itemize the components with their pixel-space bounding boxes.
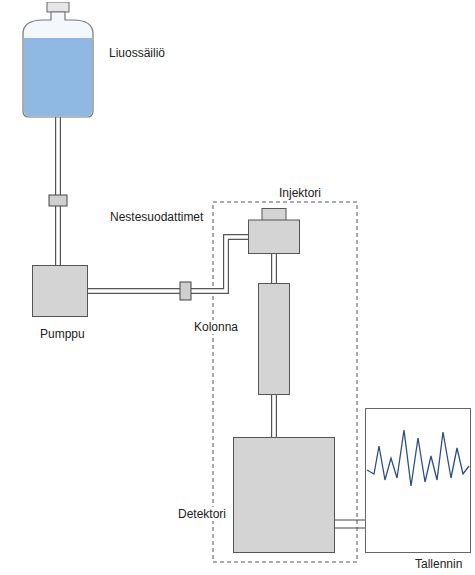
- signal-wire: [329, 518, 371, 530]
- tube-bore: [272, 395, 276, 437]
- recorder-frame: [366, 409, 471, 553]
- dashed-enclosure: [213, 202, 357, 562]
- column-tube: Kolonna: [258, 283, 290, 395]
- tube-bore: [272, 254, 276, 283]
- column-tube-shape: [258, 283, 290, 395]
- liquid-tube: [274, 395, 275, 437]
- pump-box: Pumppu: [32, 265, 88, 317]
- part-label: Nestesuodattimet: [108, 210, 205, 224]
- liquid-tube: [274, 254, 275, 283]
- bottle-cap: [47, 2, 69, 12]
- tube-wall: [55, 117, 61, 265]
- injector-body: [249, 220, 300, 254]
- component-label: Tallennin: [413, 557, 464, 571]
- liquid-tube: [88, 237, 248, 291]
- solvent-bottle-shape: [15, 2, 101, 118]
- recorder-screen-shape: [365, 408, 471, 553]
- detector-box-body: [234, 438, 335, 553]
- solvent-bottle: Liuossäiliö: [15, 2, 101, 118]
- tube-wall: [271, 254, 277, 283]
- recorder-screen: Tallennin: [365, 408, 471, 553]
- column-tube-body: [259, 284, 290, 395]
- liquid-tube: [58, 117, 59, 265]
- chromatogram-trace: [367, 430, 469, 486]
- pump-box-shape: [32, 265, 88, 317]
- tube-wall: [88, 237, 248, 291]
- detector-box-shape: [233, 437, 335, 553]
- liquid-filter: [49, 195, 67, 206]
- injector-unit-shape: [248, 208, 300, 254]
- tube-wall: [271, 395, 277, 437]
- component-label: Liuossäiliö: [107, 46, 167, 60]
- wire: [335, 520, 365, 521]
- detector-box: Detektori: [233, 437, 335, 553]
- pump-box-body: [33, 266, 88, 317]
- liquid-filter: [180, 282, 191, 300]
- component-label: Kolonna: [192, 320, 240, 334]
- component-label: Pumppu: [38, 327, 87, 341]
- tube-bore: [56, 117, 60, 265]
- injector-unit: Injektori: [248, 208, 300, 254]
- component-label: Detektori: [176, 507, 228, 521]
- solvent-liquid: [24, 38, 92, 116]
- component-label: Injektori: [277, 186, 323, 200]
- wire: [335, 528, 365, 529]
- bottle-body: [23, 12, 93, 117]
- tube-bore: [88, 237, 248, 291]
